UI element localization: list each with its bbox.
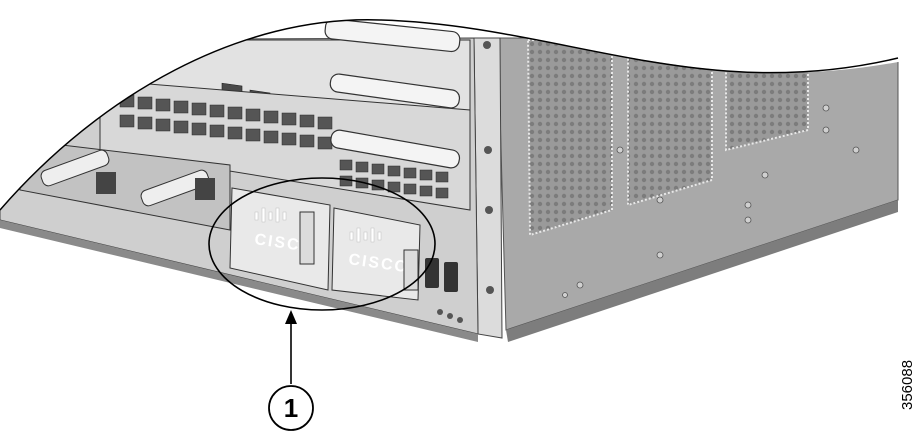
cutaway-outline: [0, 19, 899, 211]
slot-ejector: [299, 211, 315, 265]
callout-arrowhead: [285, 310, 297, 324]
ejector-handle: [330, 129, 461, 169]
status-leds: [437, 309, 463, 323]
slot-ejector: [403, 249, 419, 291]
fan-handle: [40, 149, 110, 187]
ejector-handle: [324, 19, 461, 53]
rack-ear-holes: [483, 41, 494, 294]
chassis-front-bottom: [0, 220, 478, 342]
ejector-handle: [329, 73, 461, 109]
blank-slot-cover: [331, 207, 421, 301]
callout-ellipse: [208, 177, 436, 311]
power-switch: [425, 258, 439, 288]
port-row: [119, 94, 449, 199]
callout-number: 1: [284, 393, 298, 423]
chassis-bottom-edge: [506, 200, 898, 342]
vent-grille: [725, 39, 809, 152]
connector: [195, 178, 215, 200]
power-switch: [444, 262, 458, 292]
callout-circle: [268, 385, 314, 431]
connector: [96, 172, 116, 194]
screw-holes: [562, 104, 860, 298]
fan-handle: [140, 169, 210, 207]
figure-id: 356088: [899, 360, 916, 410]
chassis-cutaway: CISCO CISCO: [0, 19, 899, 342]
vent-grille: [526, 39, 613, 237]
